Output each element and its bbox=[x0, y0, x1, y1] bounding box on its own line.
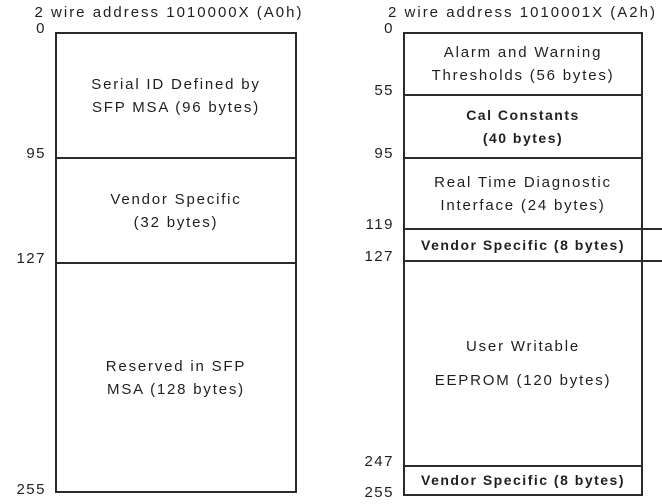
right-address-label-255: 255 bbox=[364, 484, 394, 501]
left-diagram-title: 2 wire address 1010000X (A0h) bbox=[34, 4, 304, 21]
region-user-writable-eeprom: User Writable EEPROM (120 bytes) bbox=[405, 262, 641, 465]
right-divider-55 bbox=[403, 94, 643, 96]
right-diagram-title: 2 wire address 1010001X (A2h) bbox=[388, 4, 657, 21]
region-label-line: (32 bytes) bbox=[133, 213, 219, 231]
region-vendor-specific-119: Vendor Specific (8 bytes) bbox=[405, 230, 641, 260]
region-cal-constants: Cal Constants (40 bytes) bbox=[405, 96, 641, 157]
right-address-label-55: 55 bbox=[374, 82, 394, 99]
region-real-time-diagnostic: Real Time Diagnostic Interface (24 bytes… bbox=[405, 159, 641, 228]
region-vendor-specific-a0: Vendor Specific (32 bytes) bbox=[57, 159, 295, 262]
region-label-line: Alarm and Warning bbox=[443, 44, 603, 61]
region-label-line: Reserved in SFP bbox=[105, 357, 247, 375]
region-label-line: Interface (24 bytes) bbox=[440, 196, 606, 214]
right-memory-box: Alarm and Warning Thresholds (56 bytes) … bbox=[403, 32, 662, 496]
right-address-label-0: 0 bbox=[384, 20, 394, 37]
region-label-line: Vendor Specific (8 bytes) bbox=[421, 236, 625, 253]
region-vendor-specific-247: Vendor Specific (8 bytes) bbox=[405, 467, 641, 494]
region-label-line: (40 bytes) bbox=[482, 129, 564, 146]
region-label-line: Vendor Specific (8 bytes) bbox=[421, 472, 625, 488]
right-address-label-247: 247 bbox=[364, 453, 394, 470]
right-address-label-95: 95 bbox=[374, 145, 394, 162]
right-divider-127 bbox=[403, 260, 662, 262]
right-address-label-119: 119 bbox=[365, 216, 394, 233]
left-address-label-127: 127 bbox=[16, 250, 46, 267]
left-address-label-0: 0 bbox=[36, 20, 46, 37]
left-address-label-95: 95 bbox=[26, 145, 46, 162]
region-alarm-warning-thresholds: Alarm and Warning Thresholds (56 bytes) bbox=[405, 34, 641, 94]
left-divider-127 bbox=[55, 262, 297, 264]
region-label-line: Thresholds (56 bytes) bbox=[431, 67, 615, 84]
left-divider-95 bbox=[55, 157, 297, 159]
region-label-line: MSA (128 bytes) bbox=[107, 380, 245, 398]
region-label-line: SFP MSA (96 bytes) bbox=[91, 98, 260, 116]
right-divider-247 bbox=[403, 465, 643, 467]
region-serial-id: Serial ID Defined by SFP MSA (96 bytes) bbox=[57, 34, 295, 157]
region-reserved: Reserved in SFP MSA (128 bytes) bbox=[57, 264, 295, 491]
region-label-line: Cal Constants bbox=[466, 106, 580, 123]
region-label-line: Real Time Diagnostic bbox=[434, 173, 612, 191]
left-address-label-255: 255 bbox=[16, 481, 46, 498]
region-label-line: User Writable bbox=[466, 337, 580, 355]
region-label-line: Vendor Specific bbox=[110, 190, 242, 208]
left-memory-box: Serial ID Defined by SFP MSA (96 bytes) … bbox=[55, 32, 297, 493]
region-label-line: EEPROM (120 bytes) bbox=[434, 371, 612, 389]
region-label-line: Serial ID Defined by bbox=[91, 75, 261, 93]
right-divider-119 bbox=[403, 228, 662, 230]
right-address-label-127: 127 bbox=[364, 248, 394, 265]
right-divider-95 bbox=[403, 157, 643, 159]
